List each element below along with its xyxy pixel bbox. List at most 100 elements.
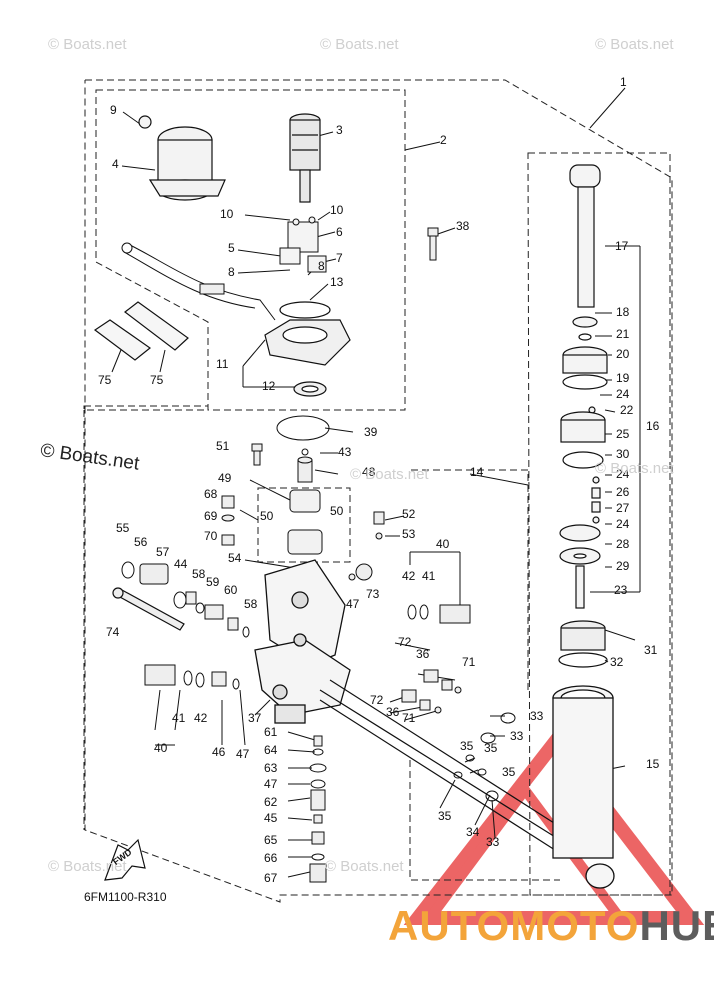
callout-label: 34 [466,825,480,839]
part-tilt-tubes [319,679,566,851]
callout-label: 22 [620,403,634,417]
part-valve-left-lower [144,664,240,690]
watermark: © Boats.net [48,36,127,53]
callout-label: 54 [228,551,242,565]
callout-label: 33 [486,835,500,849]
callout-label: 23 [614,583,628,597]
callout-label: 66 [264,851,278,865]
callout-label: 27 [616,501,630,515]
callout-label: 36 [416,647,430,661]
part-bolt-38 [427,227,439,261]
callout-label: 3 [336,123,343,137]
callout-label: 43 [338,445,352,459]
callout-label: 20 [616,347,630,361]
part-tilt-cylinder [552,685,615,889]
callout-label: 8 [318,259,325,273]
diagram-code: 6FM1100-R310 [84,890,167,904]
callout-label: 35 [438,809,452,823]
part-long-bolt [112,587,185,631]
watermark: © Boats.net [325,858,404,875]
callout-label: 73 [366,587,380,601]
callout-label: 45 [264,811,278,825]
callout-label: 6 [336,225,343,239]
part-spring-stack [221,495,235,546]
part-tubes [93,301,189,361]
callout-label: 59 [206,575,220,589]
callout-label: 14 [470,465,484,479]
callout-label: 4 [112,157,119,171]
callout-label: 32 [610,655,624,669]
callout-label: 40 [436,537,450,551]
callout-label: 35 [460,739,474,753]
callout-label: 31 [644,643,658,657]
callout-label: 55 [116,521,130,535]
callout-label: 44 [174,557,188,571]
callout-label: 28 [616,537,630,551]
callout-label: 47 [264,777,278,791]
callout-label: 2 [440,133,447,147]
part-check-valves [401,669,462,714]
part-piston [558,620,608,668]
callout-label: 24 [616,517,630,531]
callout-label: 47 [346,597,360,611]
callout-label: 16 [646,419,660,433]
callout-label: 60 [224,583,238,597]
part-pump-body [254,559,351,724]
callout-label: 70 [204,529,218,543]
callout-label: 9 [110,103,117,117]
part-lead-wires [121,242,276,321]
callout-label: 10 [220,207,234,221]
callout-label: 24 [616,467,630,481]
callout-label: 74 [106,625,120,639]
callout-label: 75 [150,373,164,387]
callout-label: 68 [204,487,218,501]
callout-label: 72 [398,635,412,649]
callout-label: 57 [156,545,170,559]
callout-label: 25 [616,427,630,441]
callout-label: 7 [336,251,343,265]
callout-label: 47 [236,747,250,761]
callout-label: 64 [264,743,278,757]
callout-label: 42 [194,711,208,725]
callout-label: 24 [616,387,630,401]
callout-label: 13 [330,275,344,289]
callout-label: 35 [502,765,516,779]
callout-label: 33 [510,729,524,743]
callout-label: 36 [386,705,400,719]
watermark: © Boats.net [320,36,399,53]
callout-label: 41 [172,711,186,725]
part-small-valves [373,511,385,540]
callout-label: 40 [154,741,168,755]
callout-label: 65 [264,833,278,847]
callout-label: 58 [244,597,258,611]
callout-label: 10 [330,203,344,217]
watermark: © Boats.net [350,466,429,483]
part-gasket [276,415,330,441]
brand-logo: AUTOMOTOHUB [388,902,714,950]
callout-label: 5 [228,241,235,255]
callout-label: 12 [262,379,276,393]
callout-label: 72 [370,693,384,707]
callout-label: 67 [264,871,278,885]
callout-label: 63 [264,761,278,775]
callout-label: 62 [264,795,278,809]
callout-label: 53 [402,527,416,541]
callout-label: 11 [216,357,229,371]
callout-label: 15 [646,757,660,771]
callout-label: 46 [212,745,226,759]
callout-label: 75 [98,373,112,387]
part-motor-base [264,301,351,397]
callout-label: 39 [364,425,378,439]
part-valve-left [121,561,250,638]
callout-label: 35 [484,741,498,755]
callout-label: 42 [402,569,416,583]
callout-label: 52 [402,507,416,521]
dashed-frames [83,79,673,903]
part-motor-housing [138,115,226,201]
callout-label: 8 [228,265,235,279]
callout-label: 1 [620,75,627,89]
callout-label: 30 [616,447,630,461]
callout-label: 17 [615,239,629,253]
callout-label: 18 [616,305,630,319]
